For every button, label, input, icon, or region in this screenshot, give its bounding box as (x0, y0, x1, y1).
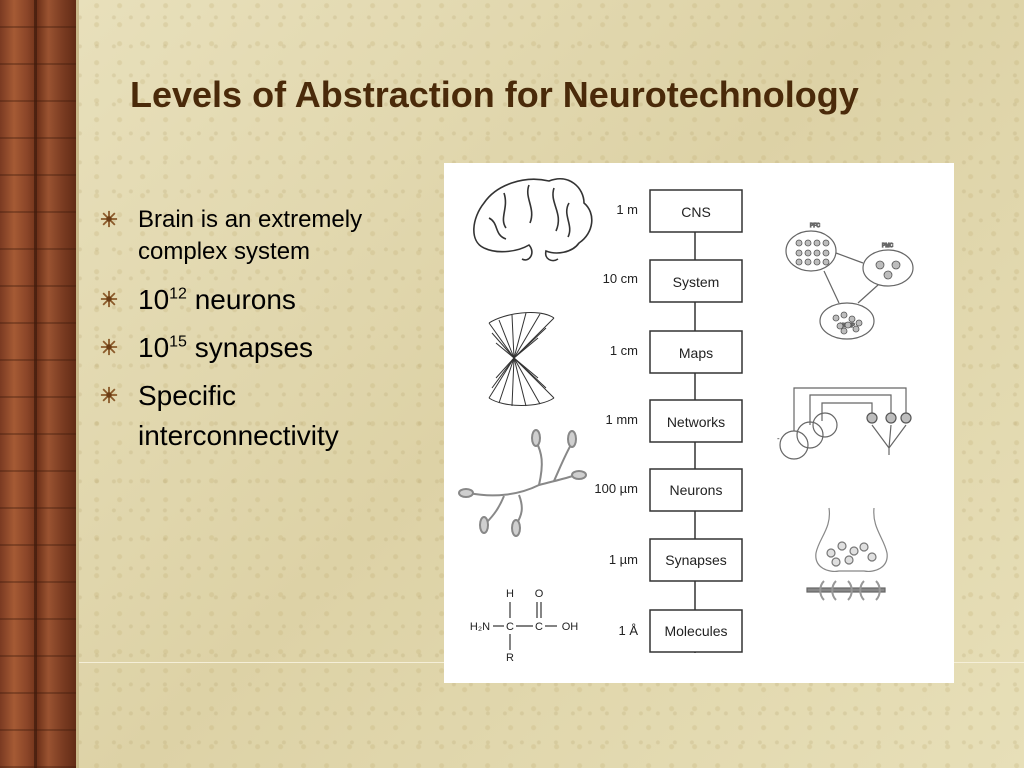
level-name: Networks (667, 414, 725, 430)
level-name: Maps (679, 345, 713, 361)
slide-title: Levels of Abstraction for Neurotechnolog… (130, 74, 859, 115)
level-name: Neurons (670, 482, 723, 498)
bullet-base: 10 (138, 332, 170, 363)
level-box (649, 259, 743, 303)
bullet-item: 1012 neurons (100, 280, 430, 320)
atom-label: R (506, 652, 514, 664)
level-box (649, 609, 743, 653)
atom-label: C (535, 621, 543, 633)
bullet-text: Specific interconnectivity (138, 380, 339, 451)
bullet-exponent: 15 (169, 333, 187, 351)
bullet-text: synapses (186, 332, 314, 363)
level-maps: Maps 1 cm (610, 330, 743, 374)
level-box (649, 330, 743, 374)
map-grid-illustration (488, 312, 555, 407)
level-neurons: Neurons 100 µm (594, 468, 743, 512)
level-box (649, 468, 743, 512)
region-label: PFC (810, 223, 820, 229)
atom-label: H (506, 588, 514, 600)
level-scale: 100 µm (594, 481, 638, 496)
bullet-item: 1015 synapses (100, 328, 430, 368)
bullet-star-icon (100, 290, 118, 308)
level-box (649, 189, 743, 233)
level-box (649, 538, 743, 582)
level-scale: 1 µm (609, 552, 638, 567)
atom-label: C (506, 621, 514, 633)
level-name: Synapses (665, 552, 726, 568)
atom-label: O (535, 588, 544, 600)
level-scale: 1 Å (618, 623, 638, 638)
bullet-star-icon (100, 386, 118, 404)
level-scale: 10 cm (603, 271, 638, 286)
level-scale: 1 cm (610, 343, 638, 358)
level-box (649, 399, 743, 443)
bullet-text: neurons (186, 284, 296, 315)
level-molecules: Molecules 1 Å (618, 609, 743, 653)
molecule-structure: H O H₂N C C OH R (470, 588, 578, 664)
brain-illustration (473, 178, 593, 262)
level-name: CNS (681, 204, 711, 220)
atom-label: H₂N (470, 621, 490, 633)
abstraction-diagram: CNS 1 m System 10 cm Maps 1 cm Networks … (444, 163, 954, 683)
bullet-star-icon (100, 338, 118, 356)
wood-strip (0, 0, 78, 768)
level-synapses: Synapses 1 µm (609, 538, 743, 582)
synapse-illustration (806, 507, 888, 601)
strip-edge (76, 0, 79, 768)
bullet-star-icon (100, 210, 118, 228)
bullet-item: Specific interconnectivity (100, 376, 430, 456)
level-networks: Networks 1 mm (606, 399, 743, 443)
network-circuit-illustration: - (777, 387, 912, 460)
region-label: PMC (882, 243, 894, 249)
bullet-text: Brain is an extremely complex system (138, 206, 363, 265)
system-regions-illustration: PFC PMC HCMP (785, 222, 914, 340)
bullet-base: 10 (138, 284, 170, 315)
diagram-svg: CNS 1 m System 10 cm Maps 1 cm Networks … (458, 178, 914, 664)
level-cns: CNS 1 m (616, 189, 743, 233)
bullet-item: Brain is an extremely complex system (100, 204, 430, 268)
svg-text:-: - (777, 434, 780, 443)
level-system: System 10 cm (603, 259, 743, 303)
level-name: System (673, 274, 720, 290)
atom-label: OH (562, 621, 579, 633)
level-scale: 1 m (616, 202, 638, 217)
level-name: Molecules (664, 623, 727, 639)
neuron-illustration (458, 429, 587, 537)
bullet-list: Brain is an extremely complex system 101… (100, 204, 430, 464)
level-scale: 1 mm (606, 412, 639, 427)
bullet-exponent: 12 (169, 285, 187, 303)
